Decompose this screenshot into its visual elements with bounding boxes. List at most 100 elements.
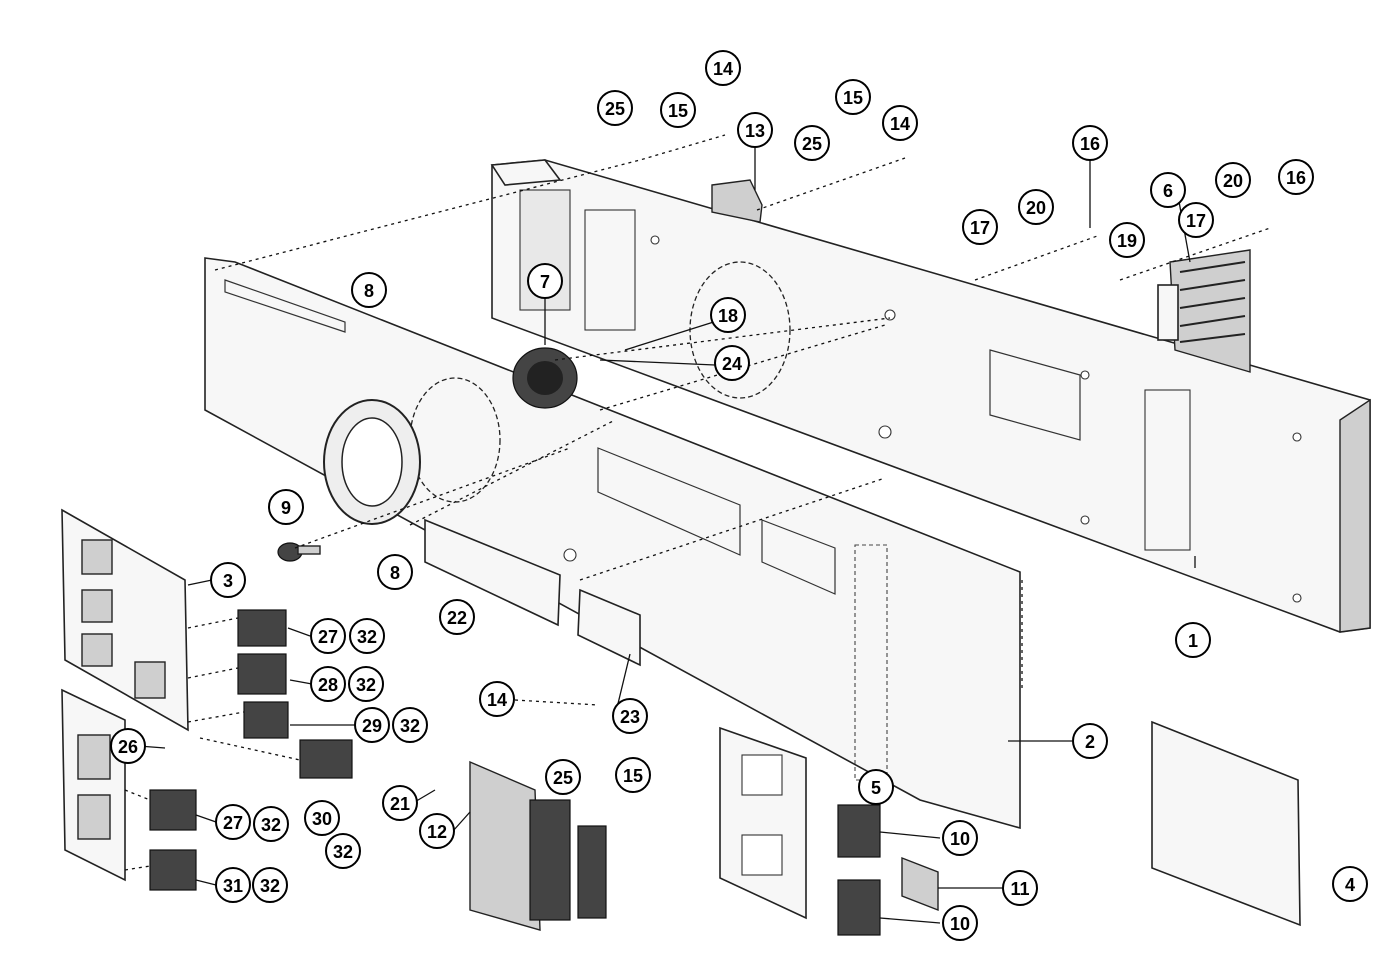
callout-number: 12 (427, 822, 447, 842)
callout-number: 9 (281, 498, 291, 518)
callout-number: 30 (312, 809, 332, 829)
callout-number: 24 (722, 354, 742, 374)
callout: 7 (527, 263, 563, 299)
callout-circle (252, 867, 288, 903)
callout: 17 (1178, 202, 1214, 238)
callout-number: 17 (1186, 211, 1206, 231)
switch-panel-3 (61, 508, 189, 732)
callout: 13 (737, 112, 773, 148)
callout-circle (737, 112, 773, 148)
callout: 21 (382, 785, 418, 821)
speaker-7 (512, 347, 578, 409)
callout: 18 (710, 297, 746, 333)
callout-number: 7 (540, 272, 550, 292)
callout: 32 (252, 867, 288, 903)
callout-circle (325, 833, 361, 869)
callout-number: 8 (364, 281, 374, 301)
callout-number: 25 (605, 99, 625, 119)
callout-number: 31 (223, 876, 243, 896)
callout-circle (1072, 723, 1108, 759)
callout: 14 (705, 50, 741, 86)
callout: 23 (612, 698, 648, 734)
callout-number: 16 (1080, 134, 1100, 154)
callout-number: 32 (356, 675, 376, 695)
callout-circle (660, 92, 696, 128)
callout-number: 14 (890, 114, 910, 134)
callout: 10 (942, 905, 978, 941)
callout-number: 23 (620, 707, 640, 727)
callout-number: 22 (447, 608, 467, 628)
callout-circle (962, 209, 998, 245)
callout-circle (215, 804, 251, 840)
callout-circle (942, 905, 978, 941)
callout-circle (351, 272, 387, 308)
callout-circle (392, 707, 428, 743)
callout-number: 13 (745, 121, 765, 141)
callout-number: 27 (223, 813, 243, 833)
callout-circle (1278, 159, 1314, 195)
callout-number: 32 (400, 716, 420, 736)
callout-circle (710, 297, 746, 333)
callout: 5 (858, 769, 894, 805)
callout-number: 16 (1286, 168, 1306, 188)
bracket-13 (711, 179, 763, 223)
callout-circle (304, 800, 340, 836)
callout-circle (1018, 189, 1054, 225)
callout: 15 (615, 757, 651, 793)
callout: 19 (1109, 222, 1145, 258)
callout-circle (714, 345, 750, 381)
pad-11 (901, 856, 939, 912)
callout-circle (310, 666, 346, 702)
callout-circle (1072, 125, 1108, 161)
switch-panel-26 (61, 688, 126, 882)
callout-number: 21 (390, 794, 410, 814)
callout-number: 32 (261, 815, 281, 835)
callout-number: 11 (1010, 879, 1029, 899)
callout-number: 28 (318, 675, 338, 695)
callout-circle (377, 554, 413, 590)
callout-number: 15 (843, 88, 863, 108)
panel-5 (719, 726, 807, 920)
callout: 25 (545, 759, 581, 795)
callout: 32 (348, 666, 384, 702)
callout: 27 (215, 804, 251, 840)
callout-number: 3 (223, 571, 233, 591)
callout-circle (1332, 866, 1368, 902)
callout-circle (419, 813, 455, 849)
callout-number: 25 (802, 134, 822, 154)
label-plate-22 (424, 518, 561, 627)
callout-circle (612, 698, 648, 734)
callout: 8 (377, 554, 413, 590)
callout-circle (794, 125, 830, 161)
heatsink-6 (1157, 249, 1251, 373)
callout: 20 (1215, 162, 1251, 198)
callout-circle (382, 785, 418, 821)
callout: 1 (1175, 622, 1211, 658)
callout: 4 (1332, 866, 1368, 902)
callout-circle (354, 707, 390, 743)
callout-circle (1109, 222, 1145, 258)
callout: 11 (1002, 870, 1038, 906)
leader-lines (124, 134, 1271, 924)
callout-circle (1178, 202, 1214, 238)
callout-circle (1175, 622, 1211, 658)
cover-4 (1151, 720, 1301, 927)
callout-circle (1215, 162, 1251, 198)
callout: 25 (597, 90, 633, 126)
callout-circle (942, 820, 978, 856)
callout: 25 (794, 125, 830, 161)
callout: 3 (210, 562, 246, 598)
callout-number: 26 (118, 737, 138, 757)
callout-number: 18 (718, 306, 738, 326)
callout-circle (253, 806, 289, 842)
callout: 27 (310, 618, 346, 654)
callout-circle (110, 728, 146, 764)
callout: 32 (392, 707, 428, 743)
callout: 29 (354, 707, 390, 743)
speaker-ring-8 (323, 399, 421, 525)
callout: 15 (835, 79, 871, 115)
callout-circle (545, 759, 581, 795)
callout-number: 2 (1085, 732, 1095, 752)
